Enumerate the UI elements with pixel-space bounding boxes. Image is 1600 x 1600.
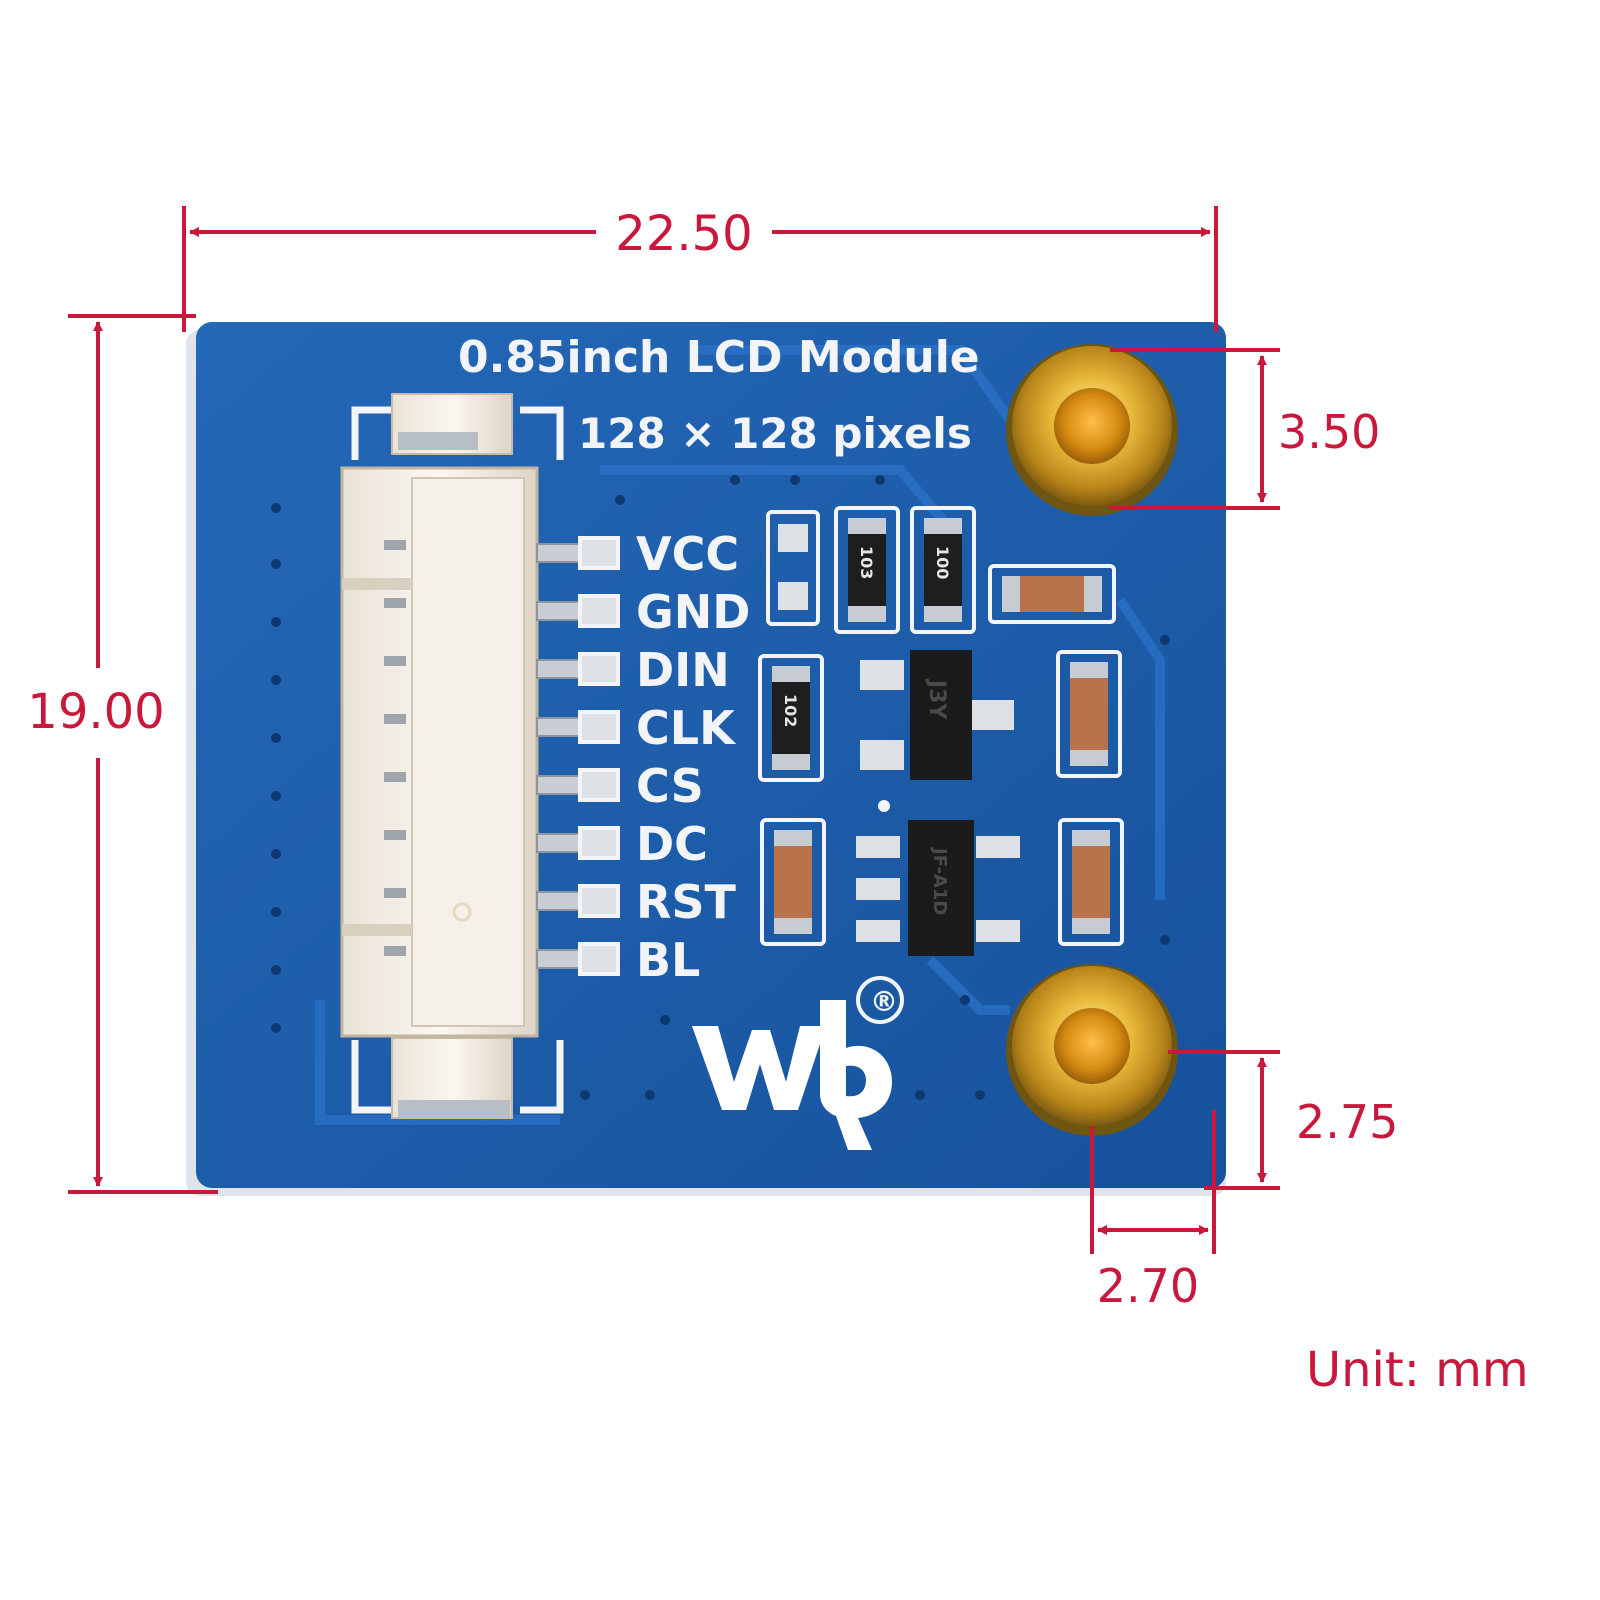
registered-mark-icon: ®	[856, 976, 904, 1024]
pin-label-vcc: VCC	[636, 527, 739, 581]
dim-height-label: 19.00	[27, 684, 164, 740]
ic-mark-j3y: J3Y	[924, 678, 949, 720]
mounting-hole-top	[1006, 344, 1178, 516]
dim-hole-bottom-label: 2.75	[1296, 1095, 1398, 1149]
resistor-code-102: 102	[781, 694, 800, 727]
edge-vias	[271, 475, 1170, 1100]
board-resolution: 128 × 128 pixels	[578, 409, 972, 458]
board-title: 0.85inch LCD Module	[458, 332, 980, 383]
connector-header	[340, 393, 539, 1119]
registered-mark: ®	[870, 985, 898, 1018]
pin-label-cs: CS	[636, 759, 704, 813]
header-pins	[536, 536, 620, 976]
resistor-code-100: 100	[933, 546, 952, 579]
smd-components: 103 100 102 J3Y	[758, 506, 1124, 956]
connector-silk-outline	[351, 406, 564, 1114]
waveshare-logo	[692, 1000, 892, 1150]
resistor-code-103: 103	[857, 546, 876, 579]
resistor-100	[924, 518, 962, 622]
pin-label-bl: BL	[636, 933, 700, 987]
mounting-hole-bottom	[1006, 964, 1178, 1136]
pin-label-gnd: GND	[636, 585, 750, 639]
connector-contacts	[384, 540, 406, 956]
dim-hole-right-label: 2.70	[1097, 1259, 1199, 1313]
regulator-ic	[908, 820, 974, 956]
resistor-102	[772, 666, 810, 770]
dimension-lines	[68, 206, 1280, 1254]
pin-label-dc: DC	[636, 817, 708, 871]
pin-label-rst: RST	[636, 875, 737, 929]
pcb-traces	[315, 345, 1165, 1125]
dim-hole-top-label: 3.50	[1278, 405, 1380, 459]
ic-mark-regulator: JF-A1D	[929, 846, 950, 915]
pin-label-din: DIN	[636, 643, 730, 697]
pin-label-clk: CLK	[636, 701, 737, 755]
pin-labels: VCC GND DIN CLK CS DC RST BL	[636, 527, 750, 987]
dimension-labels: 22.50 19.00 3.50 2.75 2.70 Unit: mm	[27, 206, 1528, 1398]
resistor-103	[848, 518, 886, 622]
unit-label: Unit: mm	[1306, 1342, 1529, 1398]
dim-width-label: 22.50	[615, 206, 752, 262]
pcb-board: VCC GND DIN CLK CS DC RST BL 0.85inch LC…	[186, 322, 1226, 1196]
transistor-j3y	[910, 650, 972, 780]
